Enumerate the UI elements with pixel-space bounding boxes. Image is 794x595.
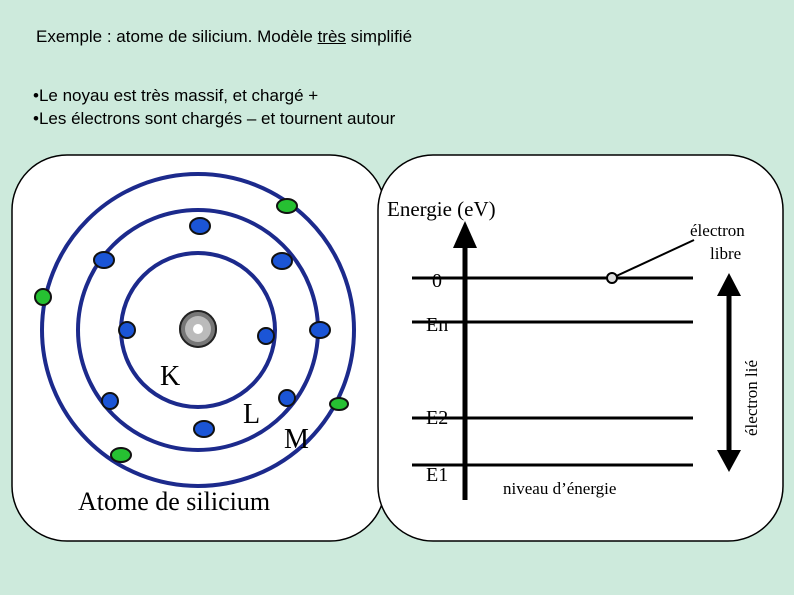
shell-label-m: M [284,424,309,455]
shell-label-l: L [243,399,260,430]
electron [193,420,215,438]
electron [278,389,296,407]
electron [271,252,293,270]
arrow-down-icon [717,450,741,472]
shell-label-k: K [160,361,180,392]
valence-electron [34,288,52,306]
energy-axis-label: Energie (eV) [387,197,496,221]
free-electron [606,272,618,284]
electron [118,321,136,339]
bullet-item: Les électrons sont chargés – et tournent… [33,107,395,130]
orbit-m [40,172,356,488]
valence-electron [329,397,349,411]
energy-axis-arrow-icon [453,221,477,248]
valence-electron [276,198,298,214]
electron [257,327,275,345]
slide-title: Exemple : atome de silicium. Modèle très… [36,27,413,46]
level-label-en: En [426,314,448,336]
bullet-item: Le noyau est très massif, et chargé + [33,84,395,107]
level-label-0: 0 [432,270,442,292]
bound-electron-label: électron lié [742,360,761,436]
atom-caption: Atome de silicium [78,487,270,516]
free-electron-label-line2: libre [710,244,741,263]
level-label-e2: E2 [426,407,448,429]
valence-electron [110,447,132,463]
bullet-list: Le noyau est très massif, et chargé + Le… [33,84,395,130]
energy-panel [377,154,784,542]
electron [101,392,119,410]
energy-level-caption: niveau d’énergie [503,479,616,498]
free-electron-label-line1: électron [690,221,745,240]
electron [309,321,331,339]
nucleus [179,310,217,348]
atom-panel [11,154,386,542]
level-label-e1: E1 [426,464,448,486]
electron [93,251,115,269]
free-electron-pointer [611,239,695,279]
title-underlined-word: très [317,27,346,46]
arrow-up-icon [717,273,741,296]
electron [189,217,211,235]
